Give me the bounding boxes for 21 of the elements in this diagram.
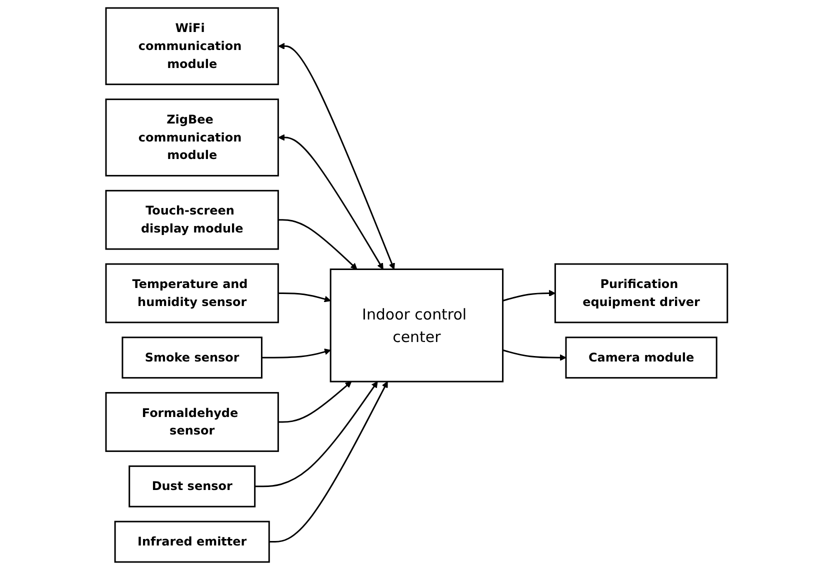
- arrow: [278, 292, 332, 302]
- arrow: [262, 348, 332, 358]
- node-box: Infrared emitter: [114, 520, 270, 563]
- node-box: Formaldehyde sensor: [106, 392, 280, 452]
- node-box: Indoor control center: [330, 268, 504, 382]
- arrow: [278, 219, 358, 270]
- arrow: [502, 349, 567, 361]
- arrow: [502, 290, 556, 302]
- arrow: [278, 134, 384, 270]
- node-box: Smoke sensor: [122, 336, 263, 379]
- node-box: Touch-screen display module: [106, 190, 280, 250]
- arrow: [255, 381, 378, 488]
- node-box: Camera module: [566, 336, 718, 379]
- arrow: [269, 381, 388, 543]
- node-box: Dust sensor: [128, 465, 256, 508]
- arrow: [278, 42, 396, 270]
- arrow: [278, 381, 352, 423]
- node-box: ZigBee communication module: [106, 98, 280, 176]
- node-box: Temperature and humidity sensor: [106, 263, 280, 324]
- node-box: WiFi communication module: [106, 7, 280, 86]
- node-box: Purification equipment driver: [554, 263, 728, 324]
